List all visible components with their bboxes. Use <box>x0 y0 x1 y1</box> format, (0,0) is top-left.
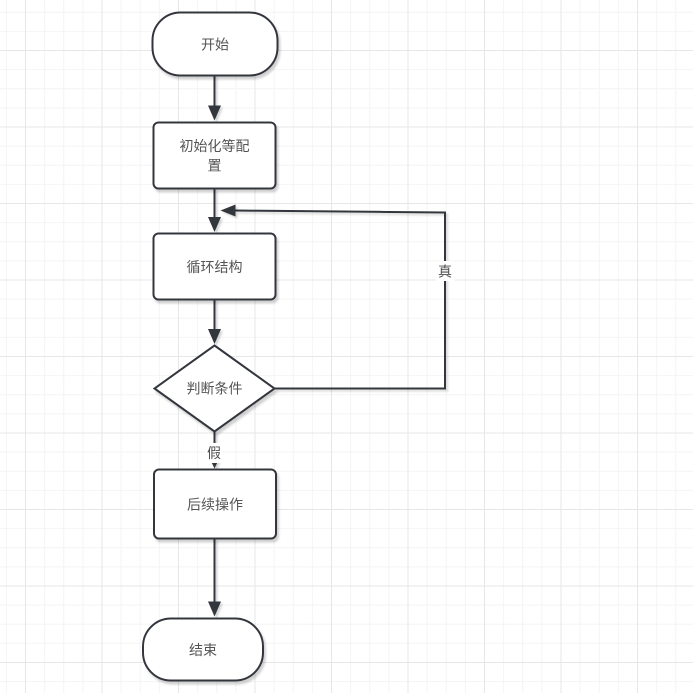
start-label: 开始 <box>201 37 229 53</box>
node-end[interactable]: 结束 <box>142 617 264 682</box>
node-followup[interactable]: 后续操作 <box>153 468 277 540</box>
init-shape[interactable] <box>152 121 277 190</box>
edge-init-loop[interactable] <box>208 188 221 233</box>
edge-true-label-bg <box>436 261 454 281</box>
loop-shape[interactable] <box>152 232 277 301</box>
followup-shape[interactable] <box>153 468 277 540</box>
edge-followup-end[interactable] <box>208 538 221 617</box>
node-loop[interactable]: 循环结构 <box>152 232 277 301</box>
edge-loop-decision[interactable] <box>208 299 221 345</box>
edge-true-line[interactable] <box>235 209 446 390</box>
edge-start-init[interactable] <box>208 75 221 121</box>
edge-false-label-bg <box>205 443 223 463</box>
loop-label: 循环结构 <box>187 259 243 275</box>
node-start[interactable]: 开始 <box>151 11 279 77</box>
edge-followup-end-arrowhead <box>208 601 221 617</box>
edge-start-init-arrowhead <box>208 105 221 121</box>
init-label-line2: 置 <box>208 158 222 174</box>
edge-loop-decision-arrowhead <box>208 329 221 344</box>
edge-decision-loop-true[interactable]: 真 <box>220 204 455 390</box>
edge-false-label: 假 <box>207 445 221 461</box>
edge-true-label: 真 <box>438 264 452 280</box>
end-label: 结束 <box>189 642 217 658</box>
init-label-line1: 初始化等配 <box>180 138 250 154</box>
node-decision[interactable]: 判断条件 <box>152 344 277 433</box>
node-init[interactable]: 初始化等配 置 <box>152 121 277 190</box>
decision-shape[interactable] <box>152 344 277 433</box>
start-shape[interactable] <box>151 11 279 77</box>
edge-decision-followup-false[interactable]: 假 <box>205 431 223 469</box>
end-shape[interactable] <box>142 617 264 682</box>
followup-label: 后续操作 <box>187 497 243 513</box>
edge-init-loop-arrowhead <box>208 217 221 232</box>
decision-label: 判断条件 <box>187 381 243 397</box>
edge-true-arrowhead <box>220 204 236 217</box>
